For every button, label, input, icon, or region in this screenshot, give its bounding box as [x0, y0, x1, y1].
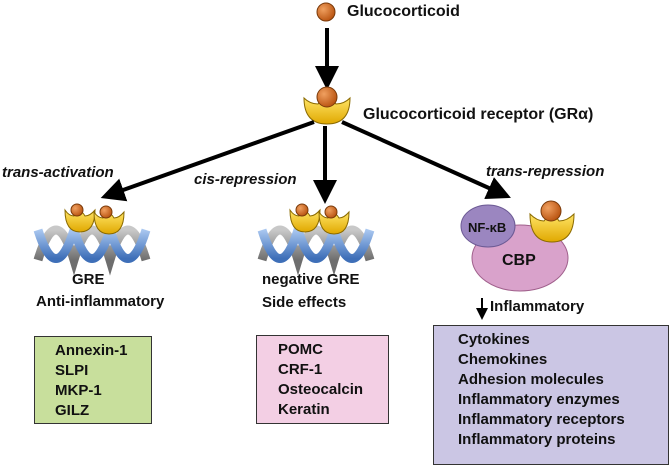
gene-chemokines: Chemokines	[458, 351, 548, 368]
arrow-trans-activation	[100, 120, 315, 202]
gr-dimer-middle-icon	[289, 203, 350, 235]
glucocorticoid-label: Glucocorticoid	[347, 3, 460, 20]
arrow-trans-repression	[341, 120, 511, 200]
gene-gilz: GILZ	[55, 402, 90, 419]
gene-inflammatory-enzymes: Inflammatory enzymes	[458, 391, 620, 408]
gr-dimer-left-icon	[64, 203, 125, 235]
anti-inflammatory-genes-box: Annexin-1 SLPI MKP-1 GILZ	[34, 336, 152, 424]
gene-cytokines: Cytokines	[458, 331, 530, 348]
glucocorticoid-ligand-icon	[316, 2, 336, 22]
anti-inflammatory-label: Anti-inflammatory	[36, 293, 165, 310]
gene-slpi: SLPI	[55, 362, 89, 379]
gene-pomc: POMC	[278, 341, 323, 358]
trans-repression-label: trans-repression	[486, 163, 605, 180]
nfkb-label: NF-κB	[468, 220, 507, 235]
side-effect-genes-box: POMC CRF-1 Osteocalcin Keratin	[256, 335, 389, 424]
gene-adhesion-molecules: Adhesion molecules	[458, 371, 604, 388]
receptor-label: Glucocorticoid receptor (GRα)	[363, 106, 594, 123]
gr-monomer-right-icon	[529, 200, 575, 243]
nfkb-shape	[460, 204, 516, 248]
inflammatory-label: Inflammatory	[490, 298, 585, 315]
dna-gre-left-icon	[33, 215, 151, 276]
gene-mkp-1: MKP-1	[55, 382, 102, 399]
gene-inflammatory-receptors: Inflammatory receptors	[458, 411, 625, 428]
negative-gre-label: negative GRE	[262, 271, 360, 288]
side-effects-label: Side effects	[262, 294, 347, 311]
gene-crf-1: CRF-1	[278, 361, 323, 378]
gene-inflammatory-proteins: Inflammatory proteins	[458, 431, 616, 448]
gre-label: GRE	[72, 271, 105, 288]
gene-keratin: Keratin	[278, 401, 330, 418]
cis-repression-label: cis-repression	[194, 171, 297, 188]
cbp-label: CBP	[502, 252, 536, 269]
dna-negative-gre-icon	[257, 215, 375, 276]
trans-activation-label: trans-activation	[2, 164, 114, 181]
gene-annexin-1: Annexin-1	[55, 342, 128, 359]
gene-osteocalcin: Osteocalcin	[278, 381, 364, 398]
inflammatory-genes-box: Cytokines Chemokines Adhesion molecules …	[433, 325, 669, 465]
glucocorticoid-receptor-icon	[303, 86, 351, 125]
